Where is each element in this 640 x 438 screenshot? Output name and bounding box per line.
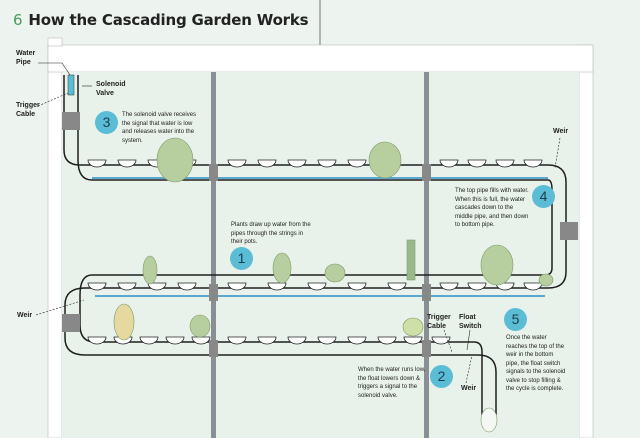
section-number: 6 <box>13 11 23 29</box>
label-trigger-cable: Trigger Cable <box>16 102 40 118</box>
pipe-bracket <box>62 314 80 332</box>
label-float-switch: Float Switch <box>459 314 482 330</box>
label-weir-left: Weir <box>17 312 33 319</box>
step-3-badge: 3 <box>95 111 118 134</box>
label-trigger-cable-bottom: Trigger Cable <box>427 314 451 330</box>
step-1-badge: 1 <box>230 247 253 270</box>
step-1-text: Plants draw up water from the pipes thro… <box>231 222 311 245</box>
pole-clamps <box>209 164 431 357</box>
step-4-badge: 4 <box>532 185 555 208</box>
support-pole-right <box>424 72 429 438</box>
step-2-text: When the water runs low, the float lower… <box>358 367 426 399</box>
pipe-bracket <box>560 222 578 240</box>
frame-top-beam <box>47 44 594 73</box>
step-5-badge: 5 <box>504 308 527 331</box>
page-title: 6 How the Cascading Garden Works <box>13 11 309 29</box>
step-5-text: Once the water reaches the top of the we… <box>506 335 566 392</box>
pipe-bracket <box>62 112 80 130</box>
label-water-pipe: Water Pipe <box>16 50 36 66</box>
step-4-text: The top pipe fills with water. When this… <box>455 188 529 228</box>
leader-lines <box>35 62 561 384</box>
support-pole-left <box>211 72 216 438</box>
label-solenoid-valve: Solenoid Valve <box>96 81 126 97</box>
plants <box>113 137 554 433</box>
title-text: How the Cascading Garden Works <box>28 11 309 29</box>
label-weir-bottom: Weir <box>461 385 477 392</box>
step-3-text: The solenoid valve receives the signal t… <box>122 112 197 144</box>
frame-post-left <box>47 44 63 438</box>
step-2-badge: 2 <box>430 365 453 388</box>
solenoid-valve-icon <box>67 74 75 96</box>
frame-post-right <box>578 44 594 438</box>
frame-post-top <box>47 37 63 47</box>
label-weir-right: Weir <box>553 128 569 135</box>
